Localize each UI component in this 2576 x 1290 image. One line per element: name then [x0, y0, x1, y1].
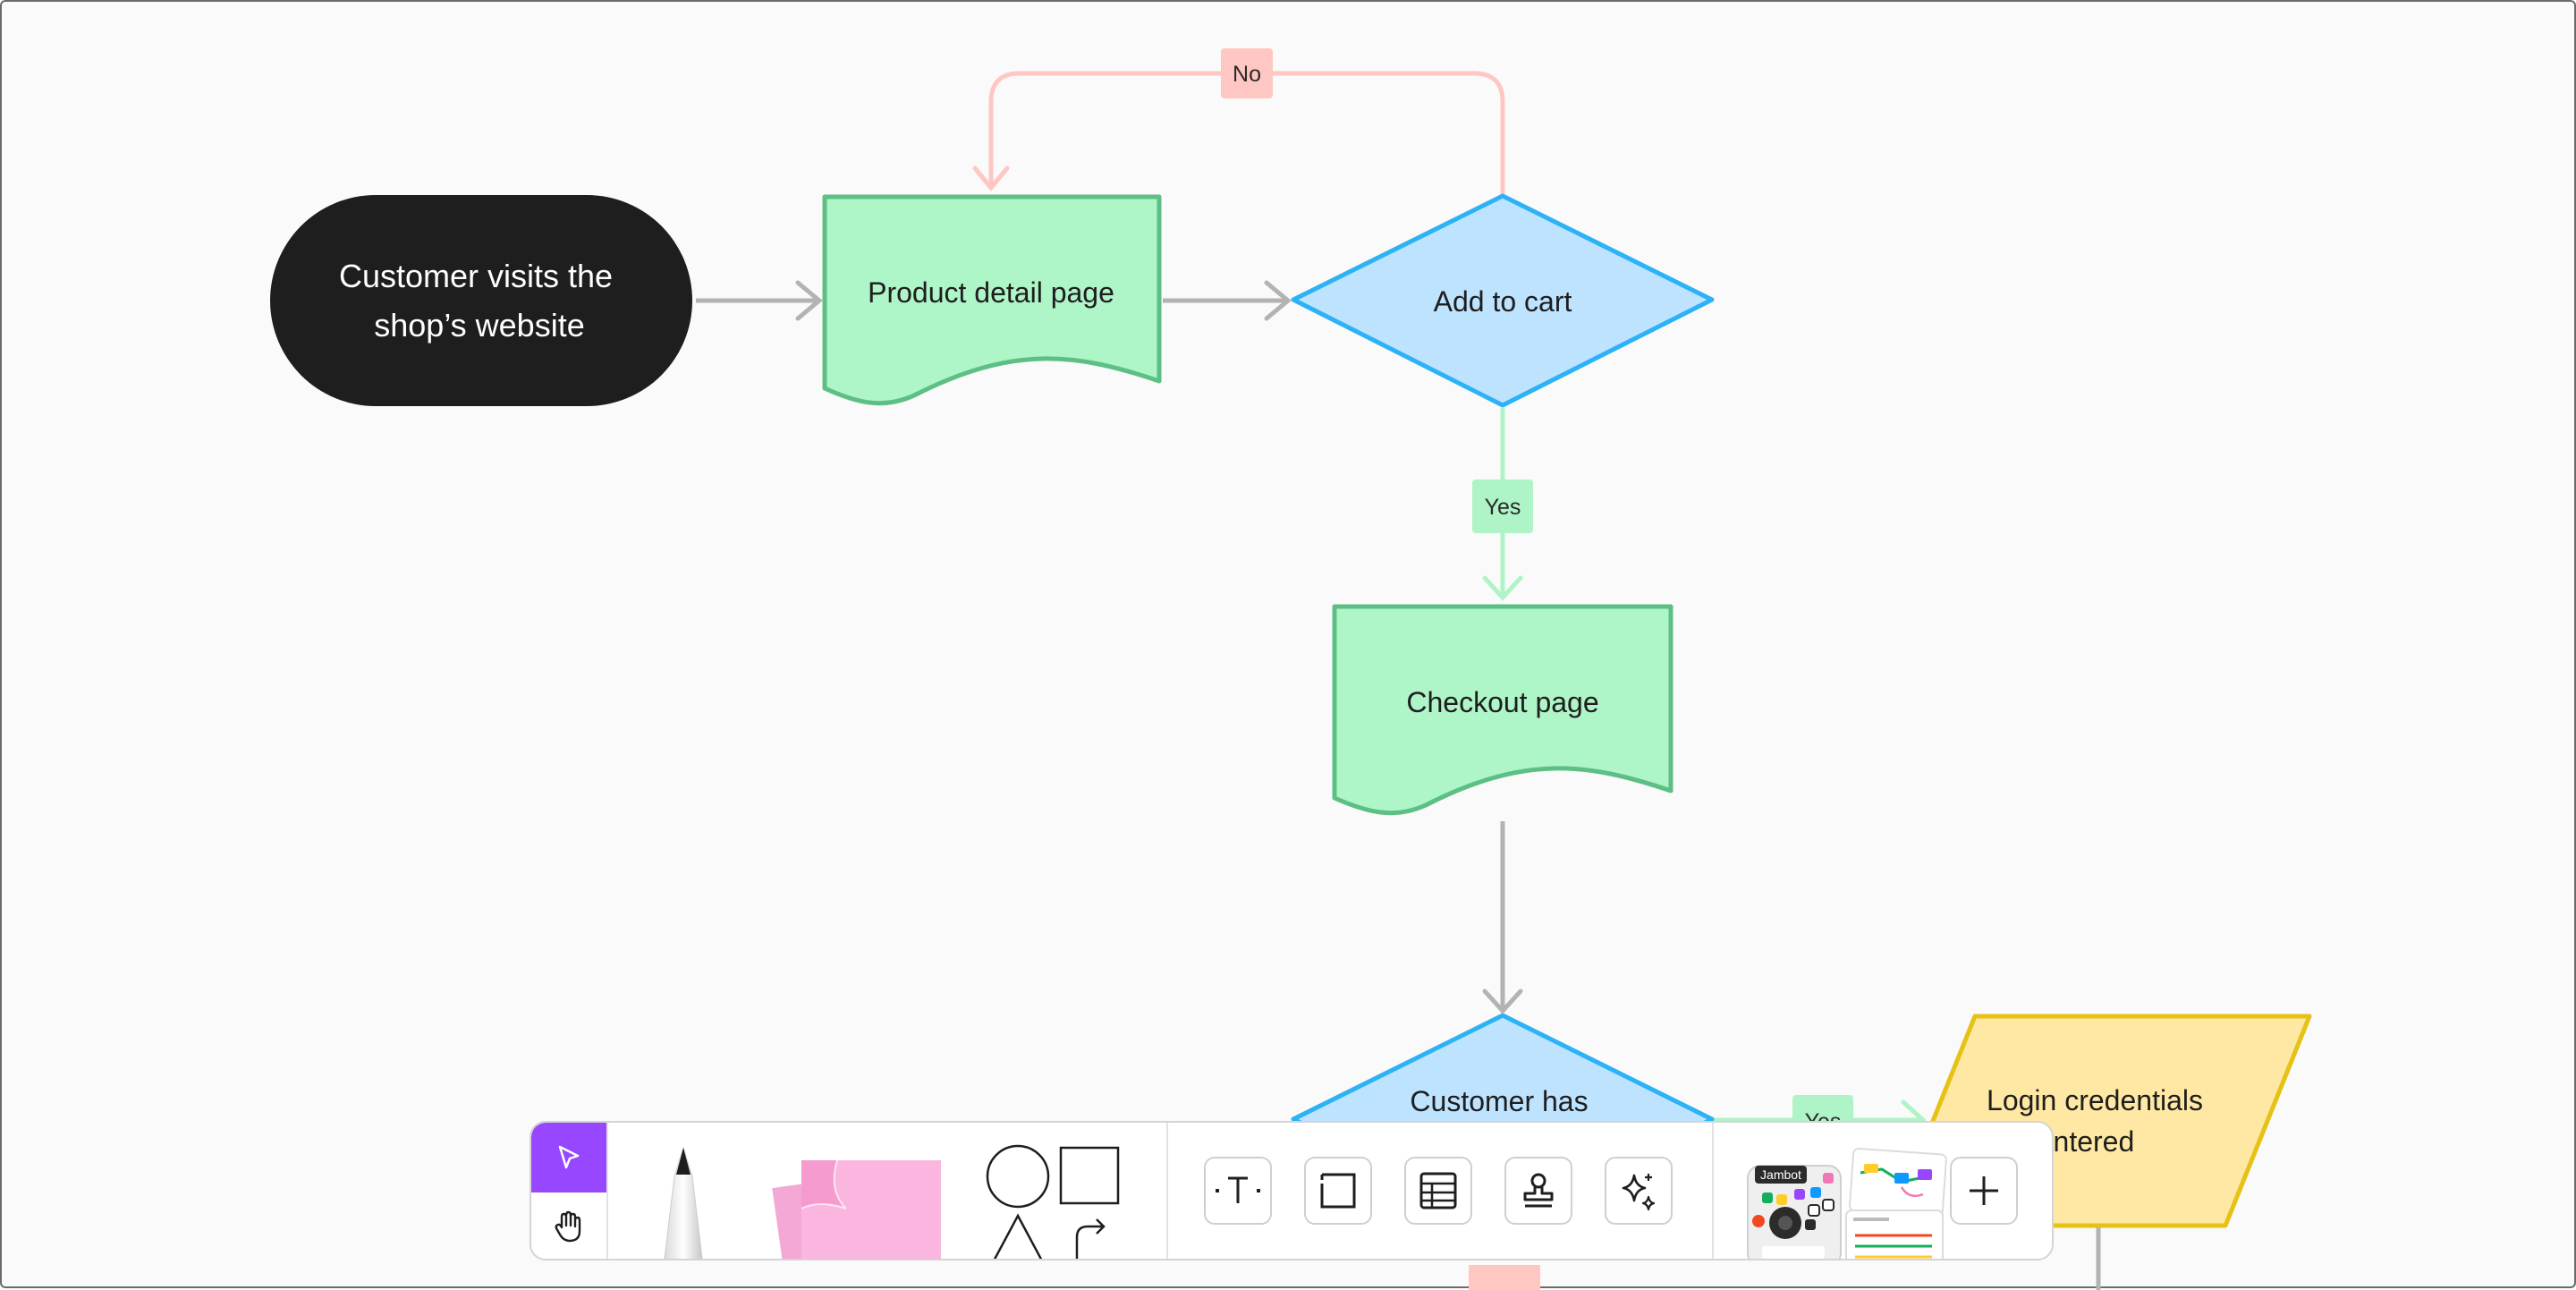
- cursor-arrow-icon: [558, 1145, 580, 1169]
- hand-tool-button[interactable]: [531, 1192, 606, 1259]
- connector-checkout-to-decision[interactable]: [1482, 821, 1523, 1014]
- jambot-widget-button[interactable]: Jambot: [1744, 1148, 1848, 1259]
- arrowhead-no: [972, 165, 1010, 191]
- node-customer-has-decision[interactable]: Customer has: [1291, 1013, 1715, 1227]
- shapes-tool-button[interactable]: [979, 1144, 1122, 1259]
- connector-start-to-product[interactable]: [696, 280, 823, 321]
- svg-text:Add to cart: Add to cart: [1434, 285, 1572, 318]
- node-start-line2: shop’s website: [374, 307, 584, 344]
- table-tool-button[interactable]: [1404, 1157, 1472, 1225]
- templates-icon: [1845, 1147, 1947, 1259]
- text-tool-icon: [1216, 1176, 1260, 1203]
- table-icon: [1419, 1172, 1457, 1209]
- offscreen-shape-fragment[interactable]: [1469, 1265, 1540, 1290]
- toolbar-divider: [1712, 1123, 1714, 1259]
- sticky-note-icon: [772, 1159, 941, 1259]
- section-tool-button[interactable]: [1304, 1157, 1372, 1225]
- edge-label-no[interactable]: No: [1221, 48, 1273, 98]
- node-start-terminal[interactable]: Customer visits the shop’s website: [270, 195, 692, 406]
- svg-text:Jambot: Jambot: [1760, 1167, 1801, 1182]
- svg-text:Yes: Yes: [1485, 495, 1521, 520]
- more-tools-button[interactable]: [1950, 1157, 2018, 1225]
- svg-text:No: No: [1233, 62, 1261, 87]
- plus-icon: [1970, 1176, 1998, 1205]
- edge-label-yes-cart[interactable]: Yes: [1472, 480, 1533, 533]
- toolbar-divider: [1166, 1123, 1168, 1259]
- node-product-detail-page[interactable]: Product detail page: [822, 194, 1162, 406]
- connector-product-to-cart[interactable]: [1163, 280, 1292, 321]
- svg-text:Login credentials: Login credentials: [1987, 1084, 2203, 1116]
- section-frame-icon: [1320, 1173, 1356, 1209]
- select-tool-button[interactable]: [531, 1123, 606, 1192]
- marker-pen-icon: [664, 1146, 703, 1259]
- stamp-tool-button[interactable]: [1504, 1157, 1572, 1225]
- bottom-toolbar: Jambot: [530, 1121, 2054, 1260]
- toolbar-divider: [606, 1123, 608, 1259]
- stamp-icon: [1523, 1173, 1554, 1208]
- shapes-icon: [986, 1144, 1120, 1259]
- jambot-widget-icon: Jambot: [1747, 1165, 1842, 1259]
- svg-text:Customer has: Customer has: [1410, 1085, 1588, 1117]
- text-tool-button[interactable]: [1204, 1157, 1272, 1225]
- svg-text:Product detail page: Product detail page: [868, 276, 1114, 309]
- templates-button[interactable]: [1843, 1146, 1950, 1259]
- svg-text:Checkout page: Checkout page: [1406, 686, 1598, 718]
- node-add-to-cart-decision[interactable]: Add to cart: [1291, 193, 1715, 408]
- hand-icon: [555, 1210, 581, 1243]
- node-checkout-page[interactable]: Checkout page: [1332, 604, 1674, 816]
- ai-tool-button[interactable]: [1605, 1157, 1673, 1225]
- node-start-line1: Customer visits the: [339, 258, 613, 294]
- marker-tool-button[interactable]: [639, 1141, 728, 1259]
- sparkle-icon: [1622, 1174, 1656, 1211]
- sticky-note-tool-button[interactable]: [766, 1146, 955, 1259]
